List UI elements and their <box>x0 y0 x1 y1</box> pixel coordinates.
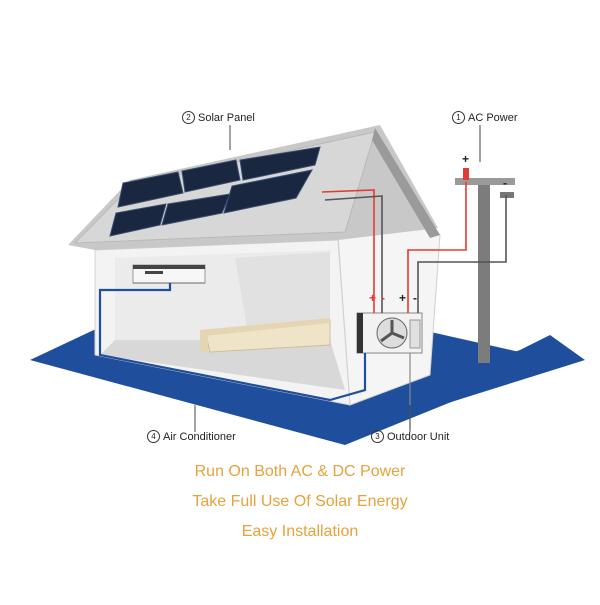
refrigerant-line <box>98 283 367 402</box>
solar-panel-module <box>109 203 167 237</box>
unit-minus-sign: - <box>413 291 417 305</box>
wiring <box>98 182 507 430</box>
caption-line-2: Take Full Use Of Solar Energy <box>192 493 408 510</box>
pole-minus-sign: - <box>503 176 507 190</box>
pole-plus-sign: + <box>462 152 470 166</box>
caption-line-1: Run On Both AC & DC Power <box>194 463 406 480</box>
solar-panel-module <box>117 171 184 208</box>
label-text: Outdoor Unit <box>387 431 450 443</box>
roof-gable <box>372 128 440 238</box>
caption-line-3: Easy Installation <box>241 523 359 540</box>
dc-wire-negative <box>324 195 383 313</box>
solar-panel-array <box>109 146 321 237</box>
solar-panel-module <box>239 146 321 181</box>
pole-plug <box>463 168 469 180</box>
panel-plus-sign: + <box>369 291 377 305</box>
room-floor <box>100 340 345 390</box>
outdoor-unit <box>356 312 423 354</box>
label-number: 2 <box>182 111 195 124</box>
label-text: AC Power <box>468 112 518 124</box>
label-number: 4 <box>147 430 160 443</box>
solar-panel-module <box>181 159 241 193</box>
panel-minus-sign: - <box>381 291 385 305</box>
label-number: 3 <box>371 430 384 443</box>
utility-pole <box>455 178 515 363</box>
label-text: Solar Panel <box>198 112 255 124</box>
ac-wire-1 <box>407 182 467 313</box>
indoor-ac-unit <box>132 264 206 284</box>
unit-plus-sign: + <box>399 291 407 305</box>
dc-wire-positive <box>321 189 375 313</box>
sofa <box>200 318 331 353</box>
solar-panel-module <box>223 169 313 214</box>
ac-wire-2 <box>417 195 507 313</box>
label-text: Air Conditioner <box>163 431 236 443</box>
label-number: 1 <box>452 111 465 124</box>
